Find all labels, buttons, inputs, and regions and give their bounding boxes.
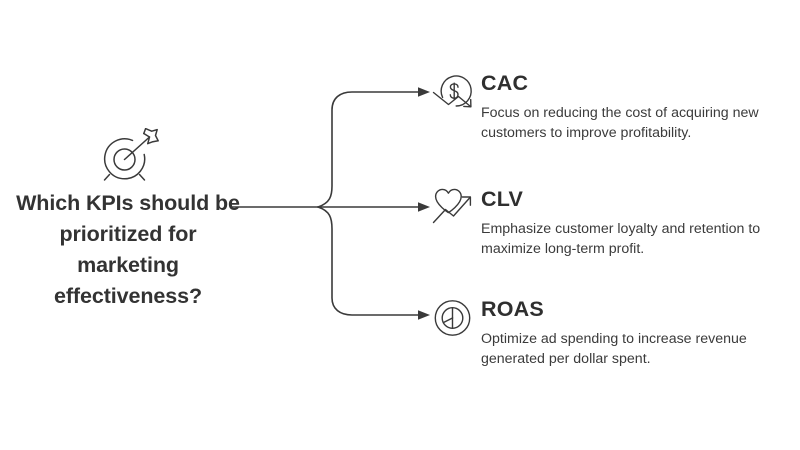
branch-description-cac: Focus on reducing the cost of acquiring … — [481, 105, 759, 142]
connector-branch-cac — [317, 91, 425, 208]
branch-title-clv: CLV — [481, 187, 524, 211]
arrowhead-roas — [418, 310, 430, 320]
branch-title-cac: CAC — [481, 71, 529, 95]
dollar-circle-down-arrow-icon — [432, 70, 476, 114]
arrowhead-clv — [418, 202, 430, 212]
branch-text-cac: CAC Focus on reducing the cost of acquir… — [481, 70, 790, 143]
question-block: Which KPIs should be prioritized for mar… — [8, 126, 248, 312]
branch-item-clv[interactable]: CLV Emphasize customer loyalty and reten… — [430, 186, 790, 259]
arrowhead-cac — [418, 87, 430, 97]
target-bullseye-arrow-icon — [8, 126, 248, 188]
branch-item-cac[interactable]: CAC Focus on reducing the cost of acquir… — [430, 70, 790, 143]
branch-description-clv: Emphasize customer loyalty and retention… — [481, 221, 761, 258]
branch-title-roas: ROAS — [481, 297, 544, 321]
branch-text-roas: ROAS Optimize ad spending to increase re… — [481, 296, 790, 369]
connector-branch-roas — [317, 206, 425, 316]
branch-text-clv: CLV Emphasize customer loyalty and reten… — [481, 186, 790, 259]
page-title: Which KPIs should be prioritized for mar… — [16, 191, 240, 308]
branch-item-roas[interactable]: ROAS Optimize ad spending to increase re… — [430, 296, 790, 369]
pie-chart-circle-icon — [432, 296, 476, 340]
branch-description-roas: Optimize ad spending to increase revenue… — [481, 331, 747, 368]
heart-uptrend-arrow-icon — [432, 186, 476, 230]
